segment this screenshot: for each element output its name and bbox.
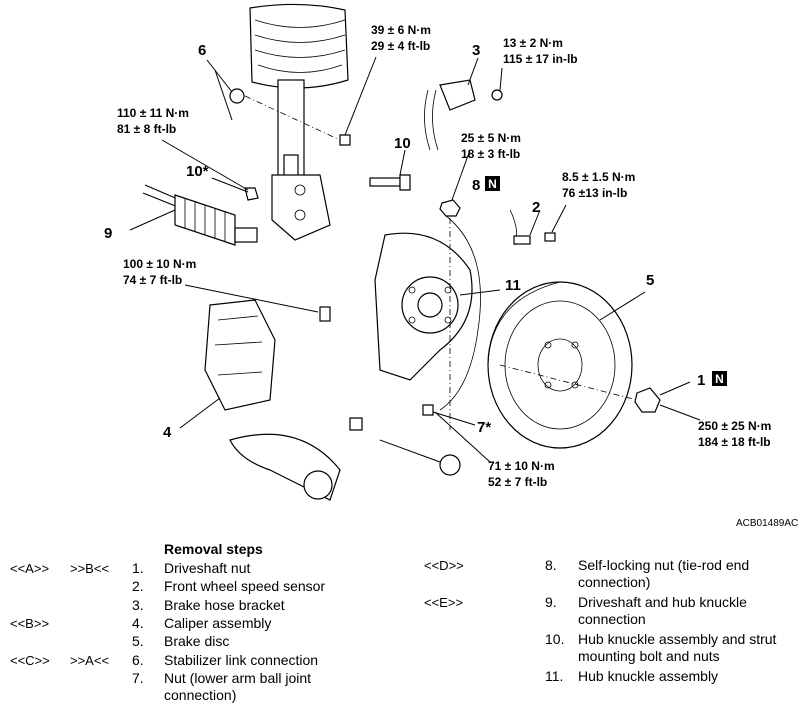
brake-disc	[487, 281, 633, 449]
step-8-num: 8.	[545, 557, 557, 573]
step-2-num: 2.	[132, 578, 144, 594]
badge-n-1: N	[712, 371, 727, 386]
step-4-text: Caliper assembly	[164, 615, 272, 631]
step-1-text: Driveshaft nut	[164, 560, 251, 576]
stabilizer-link	[214, 69, 341, 141]
ref-c-step6: <<C>>	[10, 653, 50, 668]
torque-115-inlb: 115 ± 17 in-lb	[503, 52, 578, 66]
step-9-text: Driveshaft and hub knuckle connection	[578, 594, 747, 627]
step-1-num: 1.	[132, 560, 144, 576]
torque-29-ftlb: 29 ± 4 ft-lb	[371, 39, 430, 53]
hub-knuckle	[374, 214, 481, 411]
callout-10: 10	[394, 135, 411, 152]
step-6-text: Stabilizer link connection	[164, 652, 319, 668]
torque-100-nm: 100 ± 10 N·m	[123, 257, 196, 271]
exploded-view-diagram: 6 3 10 10* 8 2 9 11 5 1 4 7* N N 39 ± 6 …	[104, 3, 798, 529]
step-10-text: Hub knuckle assembly and strut mounting …	[578, 631, 777, 664]
callout-4: 4	[163, 424, 172, 441]
callout-10-star: 10*	[186, 163, 209, 180]
ref-e-step9: <<E>>	[424, 595, 464, 610]
callout-8: 8	[472, 177, 480, 194]
step-2-text: Front wheel speed sensor	[164, 578, 326, 594]
step-11-text: Hub knuckle assembly	[578, 668, 719, 684]
callout-5: 5	[646, 272, 654, 289]
step-11-num: 11.	[545, 668, 564, 684]
strut-assembly	[249, 3, 349, 241]
step-3-text: Brake hose bracket	[164, 597, 285, 613]
removal-steps-title: Removal steps	[164, 541, 263, 557]
torque-18-ftlb: 18 ± 3 ft-lb	[461, 147, 520, 161]
torque-52-ftlb: 52 ± 7 ft-lb	[488, 475, 547, 489]
callout-1: 1	[697, 372, 705, 389]
step-7-text: Nut (lower arm ball joint connection)	[164, 670, 312, 703]
torque-110-nm: 110 ± 11 N·m	[117, 106, 189, 120]
ref-b-step4: <<B>>	[10, 616, 50, 631]
torque-76-inlb: 76 ±13 in-lb	[562, 186, 627, 200]
torque-8-5-nm: 8.5 ± 1.5 N·m	[562, 170, 635, 184]
callout-6: 6	[198, 42, 206, 59]
step-6-num: 6.	[132, 652, 144, 668]
caliper-assembly	[204, 299, 331, 411]
wheel-speed-sensor	[509, 209, 556, 246]
torque-250-nm: 250 ± 25 N·m	[698, 419, 771, 433]
svg-text:N: N	[488, 177, 497, 191]
step-9-num: 9.	[545, 594, 557, 610]
step-4-num: 4.	[132, 615, 144, 631]
torque-13-nm: 13 ± 2 N·m	[503, 36, 563, 50]
ref-d-step8: <<D>>	[424, 558, 464, 573]
torque-39-nm: 39 ± 6 N·m	[371, 23, 431, 37]
step-5-num: 5.	[132, 633, 144, 649]
brake-hose-bracket	[424, 79, 503, 151]
badge-n-8: N	[485, 176, 500, 191]
torque-71-nm: 71 ± 10 N·m	[488, 459, 555, 473]
torque-184-ftlb: 184 ± 18 ft-lb	[698, 435, 771, 449]
torque-25-nm: 25 ± 5 N·m	[461, 131, 521, 145]
callout-9: 9	[104, 225, 112, 242]
callout-2: 2	[532, 199, 540, 216]
self-locking-nut	[439, 199, 461, 430]
step-5-text: Brake disc	[164, 633, 230, 649]
ref-a-step6: >>A<<	[70, 653, 110, 668]
driveshaft	[142, 184, 258, 246]
torque-81-ftlb: 81 ± 8 ft-lb	[117, 122, 176, 136]
step-10-num: 10.	[545, 631, 565, 647]
step-8-text: Self-locking nut (tie-rod end connection…	[578, 557, 750, 590]
svg-text:N: N	[715, 372, 724, 386]
figure-code: ACB01489AC	[736, 518, 798, 529]
callout-7-star: 7*	[477, 419, 491, 436]
callout-3: 3	[472, 42, 480, 59]
driveshaft-nut	[499, 364, 661, 413]
leader-lines	[129, 56, 701, 463]
mounting-bolts	[244, 134, 411, 201]
lower-arm-and-tie-rod	[229, 404, 461, 501]
ref-a-step1: <<A>>	[10, 561, 50, 576]
torque-74-ftlb: 74 ± 7 ft-lb	[123, 273, 182, 287]
ref-b-step1: >>B<<	[70, 561, 110, 576]
callout-11: 11	[505, 277, 521, 294]
step-7-num: 7.	[132, 670, 144, 686]
step-3-num: 3.	[132, 597, 144, 613]
